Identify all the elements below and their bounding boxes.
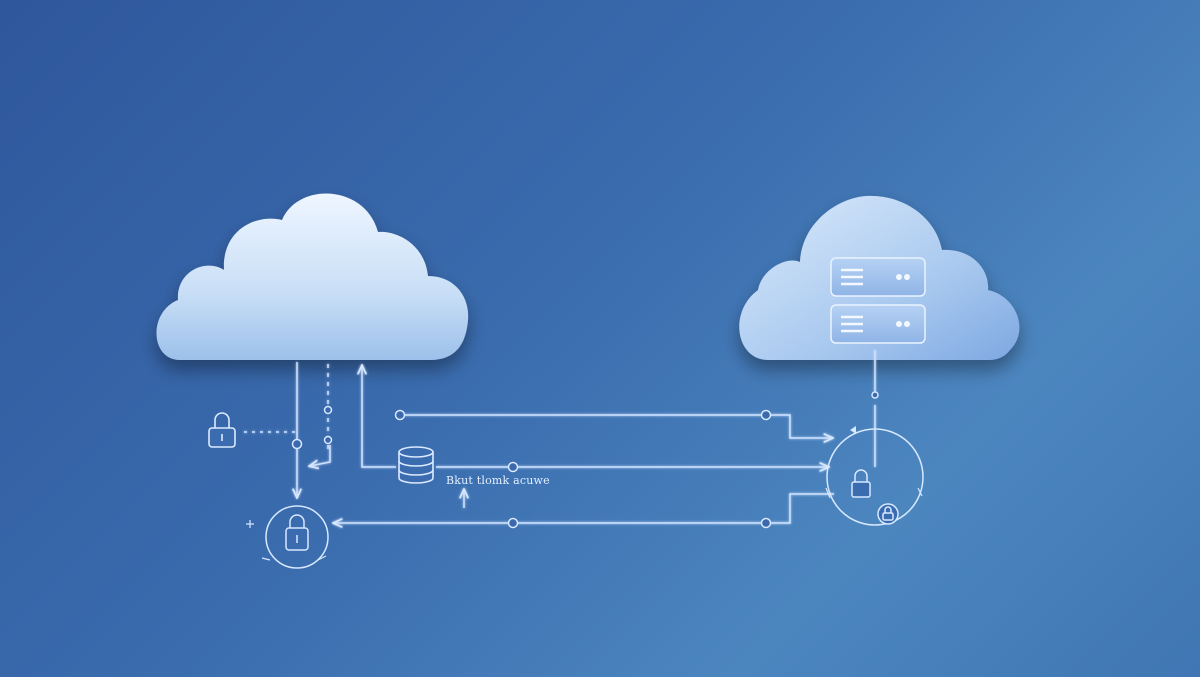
lock-badge-icon: [877, 503, 899, 525]
node-dot: [291, 438, 303, 450]
connector-hub-to-gateway: [334, 493, 834, 523]
connector-db-to-cloud: [362, 366, 396, 468]
flow-label: Bkut tlomk acuwe: [446, 474, 550, 487]
node-dot: [323, 435, 333, 445]
connector-return-hook: [310, 445, 331, 466]
server-unit-bottom: [830, 304, 926, 344]
node-dot: [760, 517, 772, 529]
padlock-icon: [285, 514, 309, 551]
server-rack-icon: [830, 257, 926, 344]
node-dot: [871, 391, 879, 399]
node-dot: [760, 409, 772, 421]
connection-lines: [244, 350, 876, 523]
node-dot: [323, 405, 333, 415]
source-cloud: [156, 193, 469, 360]
encryption-hub: [825, 426, 924, 526]
secure-gateway: [246, 505, 329, 569]
node-dot: [507, 461, 519, 473]
line-nodes: [291, 391, 879, 529]
server-unit-top: [830, 257, 926, 297]
node-dot: [394, 409, 406, 421]
padlock-icon: [851, 469, 871, 498]
node-dot: [507, 517, 519, 529]
connector-top-route: [400, 414, 832, 438]
padlock-icon: [208, 412, 236, 448]
database-icon: [398, 446, 434, 484]
